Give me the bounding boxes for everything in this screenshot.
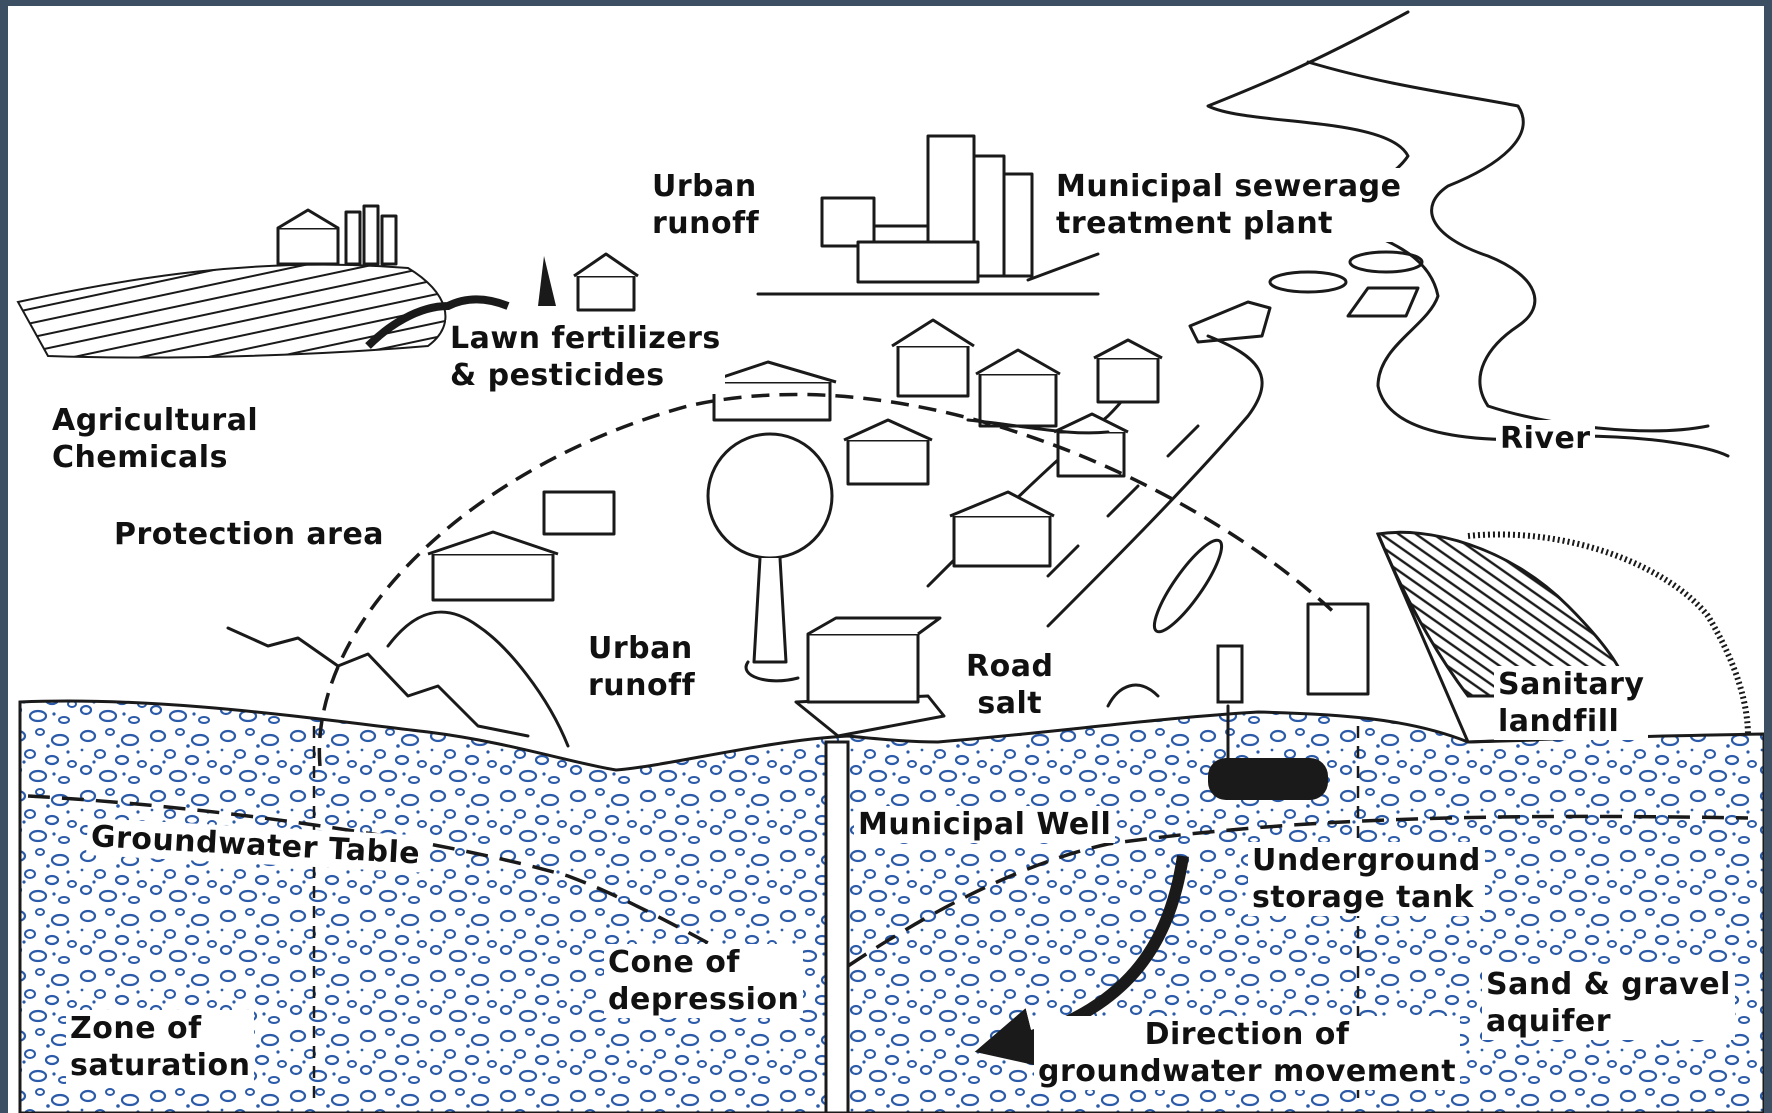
sand-gravel-label: Sand & gravel aquifer bbox=[1482, 966, 1735, 1040]
lawn-fertilizers-line2: & pesticides bbox=[450, 357, 721, 394]
road-salt-line1: Road bbox=[966, 648, 1053, 685]
sewerage-plant-label: Municipal sewerage treatment plant bbox=[1052, 168, 1406, 242]
underground-tank-line1: Underground bbox=[1252, 842, 1481, 879]
zone-of-saturation-line1: Zone of bbox=[70, 1010, 250, 1047]
sewerage-plant-line1: Municipal sewerage bbox=[1056, 168, 1402, 205]
groundwater-contamination-diagram bbox=[8, 6, 1764, 1113]
pump-house-icon bbox=[796, 618, 944, 736]
agricultural-line1: Agricultural bbox=[52, 402, 258, 439]
urban-runoff-top-line1: Urban bbox=[652, 168, 759, 205]
sanitary-landfill-label: Sanitary landfill bbox=[1494, 666, 1648, 740]
road-salt-label: Road salt bbox=[962, 648, 1057, 722]
aquifer-ground bbox=[20, 701, 1764, 1113]
groundwater-movement-line1: Direction of bbox=[1038, 1016, 1456, 1053]
sewerage-plant-line2: treatment plant bbox=[1056, 205, 1402, 242]
lawn-fertilizers-label: Lawn fertilizers & pesticides bbox=[446, 320, 725, 394]
zone-of-saturation-label: Zone of saturation bbox=[66, 1010, 254, 1084]
diagram-frame: Urban runoff Municipal sewerage treatmen… bbox=[8, 6, 1764, 1113]
zone-of-saturation-line2: saturation bbox=[70, 1047, 250, 1084]
urban-runoff-mid-line1: Urban bbox=[588, 630, 695, 667]
sanitary-landfill-line2: landfill bbox=[1498, 703, 1644, 740]
road-salt-line2: salt bbox=[966, 685, 1053, 722]
sand-gravel-line2: aquifer bbox=[1486, 1003, 1731, 1040]
sand-gravel-line1: Sand & gravel bbox=[1486, 966, 1731, 1003]
agricultural-line2: Chemicals bbox=[52, 439, 258, 476]
cone-of-depression-line2: depression bbox=[608, 981, 799, 1018]
groundwater-movement-line2: groundwater movement bbox=[1038, 1053, 1456, 1090]
protection-area-label: Protection area bbox=[110, 516, 388, 553]
road-icon bbox=[928, 336, 1262, 639]
urban-runoff-mid-label: Urban runoff bbox=[584, 630, 699, 704]
underground-tank-label: Underground storage tank bbox=[1248, 842, 1485, 916]
lawn-fertilizers-line1: Lawn fertilizers bbox=[450, 320, 721, 357]
urban-runoff-top-label: Urban runoff bbox=[648, 168, 763, 242]
urban-runoff-mid-line2: runoff bbox=[588, 667, 695, 704]
treatment-plant-icon bbox=[1190, 252, 1422, 342]
cone-of-depression-line1: Cone of bbox=[608, 944, 799, 981]
well-icon bbox=[826, 742, 848, 1113]
city-skyline-icon bbox=[758, 136, 1098, 294]
sanitary-landfill-line1: Sanitary bbox=[1498, 666, 1644, 703]
groundwater-movement-label: Direction of groundwater movement bbox=[1034, 1016, 1460, 1090]
municipal-well-label: Municipal Well bbox=[854, 806, 1115, 843]
underground-tank-line2: storage tank bbox=[1252, 879, 1481, 916]
agricultural-chemicals-label: Agricultural Chemicals bbox=[48, 402, 262, 476]
urban-runoff-top-line2: runoff bbox=[652, 205, 759, 242]
river-label: River bbox=[1496, 420, 1595, 457]
cone-of-depression-label: Cone of depression bbox=[604, 944, 803, 1018]
